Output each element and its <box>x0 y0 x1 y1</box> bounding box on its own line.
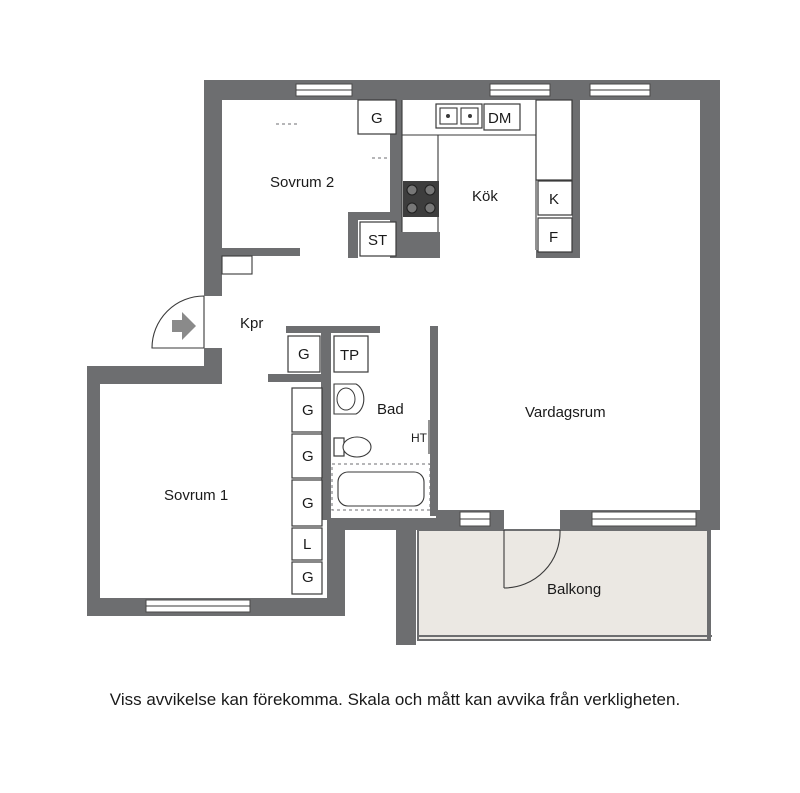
fixture-box-f <box>537 217 573 253</box>
balcony-floor <box>417 529 711 641</box>
room-label-kpr: Kpr <box>240 315 263 332</box>
label-g4: G <box>302 569 314 586</box>
label-tp: TP <box>340 347 359 364</box>
floor-plan: Sovrum 2 Kök Kpr Bad Vardagsrum Sovrum 1… <box>87 80 720 645</box>
label-ht: HT <box>411 431 428 445</box>
entrance-door[interactable] <box>151 295 205 349</box>
label-g2: G <box>302 448 314 465</box>
fixture-box-dm <box>483 103 521 131</box>
entrance-arrow-icon <box>172 312 196 340</box>
room-label-sovrum-1: Sovrum 1 <box>164 487 228 504</box>
label-st: ST <box>368 232 387 249</box>
walls <box>87 80 720 645</box>
bathtub-icon <box>331 463 431 511</box>
fixture-box-g-kpr <box>287 335 321 373</box>
label-g1: G <box>302 402 314 419</box>
kitchen-sink-icon <box>435 103 483 129</box>
fixture-box-st <box>359 221 397 257</box>
label-g-sovrum2: G <box>371 110 383 127</box>
balcony-door[interactable] <box>503 529 561 589</box>
fixture-box-g4 <box>291 561 323 595</box>
label-g-kpr: G <box>298 346 310 363</box>
disclaimer-text: Viss avvikelse kan förekomma. Skala och … <box>109 690 681 709</box>
room-label-kok: Kök <box>472 188 498 205</box>
fixture-box-l <box>291 527 323 561</box>
label-f: F <box>549 229 558 246</box>
fixture-box-tp <box>333 335 369 373</box>
label-l: L <box>303 536 311 553</box>
label-k: K <box>549 191 559 208</box>
washbasin-icon <box>333 383 365 415</box>
hall-niche <box>221 255 253 275</box>
label-dm: DM <box>488 110 511 127</box>
fixture-box-g-sovrum2 <box>357 99 397 135</box>
toilet-icon <box>333 436 372 458</box>
room-label-bad: Bad <box>377 401 404 418</box>
fixture-box-g1 <box>291 387 323 433</box>
room-label-balkong: Balkong <box>547 581 601 598</box>
fixture-box-g2 <box>291 433 323 479</box>
room-label-sovrum-2: Sovrum 2 <box>270 174 334 191</box>
label-g3: G <box>302 495 314 512</box>
room-label-vardagsrum: Vardagsrum <box>525 404 606 421</box>
fixture-box-g3 <box>291 479 323 527</box>
windows <box>145 83 697 613</box>
stove-icon <box>403 181 439 217</box>
fixture-box-k <box>537 180 573 216</box>
